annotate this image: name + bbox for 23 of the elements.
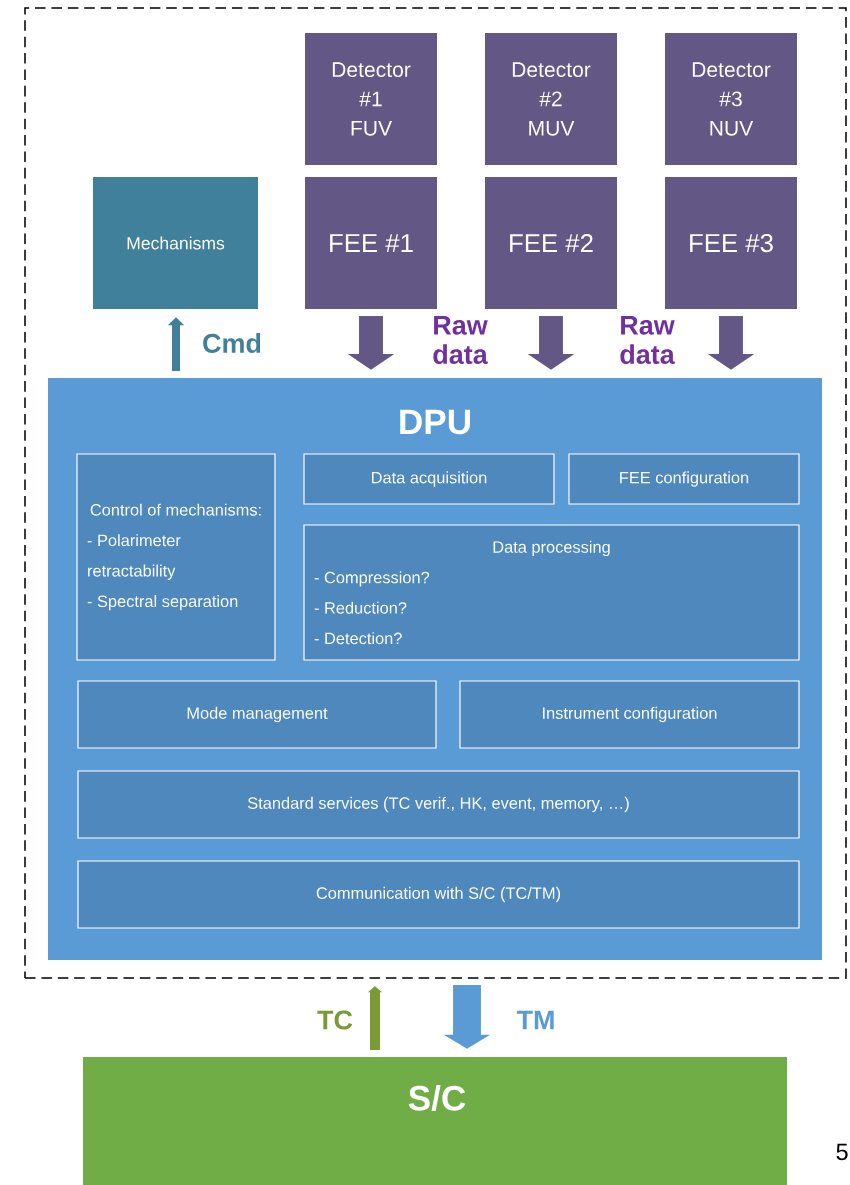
edge-label: Raw data [433, 315, 488, 365]
page-number: 5 [836, 1143, 848, 1161]
function-box: FEE configuration [568, 453, 800, 505]
spacecraft-box: S/C [83, 1057, 787, 1185]
function-box: Communication with S/C (TC/TM) [77, 860, 800, 929]
fee-box: FEE #2 [485, 177, 617, 309]
function-box: Mode management [77, 680, 437, 749]
fee-box: FEE #3 [665, 177, 797, 309]
instrument-boundary [24, 7, 847, 979]
edge-label: TM [516, 1010, 554, 1030]
function-box: Data processing - Compression? - Reduction? - Detection? [303, 524, 800, 661]
function-box: Instrument configuration [459, 680, 800, 749]
detector-box: Detector #3 NUV [665, 33, 797, 165]
edge-label: Cmd [203, 333, 261, 353]
fee-box: FEE #1 [305, 177, 437, 309]
mechanisms-box: Mechanisms [93, 177, 258, 309]
function-box: Standard services (TC verif., HK, event, memory, …) [77, 770, 800, 839]
detector-box: Detector #1 FUV [305, 33, 437, 165]
detector-box: Detector #2 MUV [485, 33, 617, 165]
edge-label: TC [317, 1010, 353, 1030]
edge-label: Raw data [620, 315, 675, 365]
function-box: Control of mechanisms: - Polarimeter retractability - Spectral separation [76, 453, 276, 661]
function-box: Data acquisition [303, 453, 555, 505]
